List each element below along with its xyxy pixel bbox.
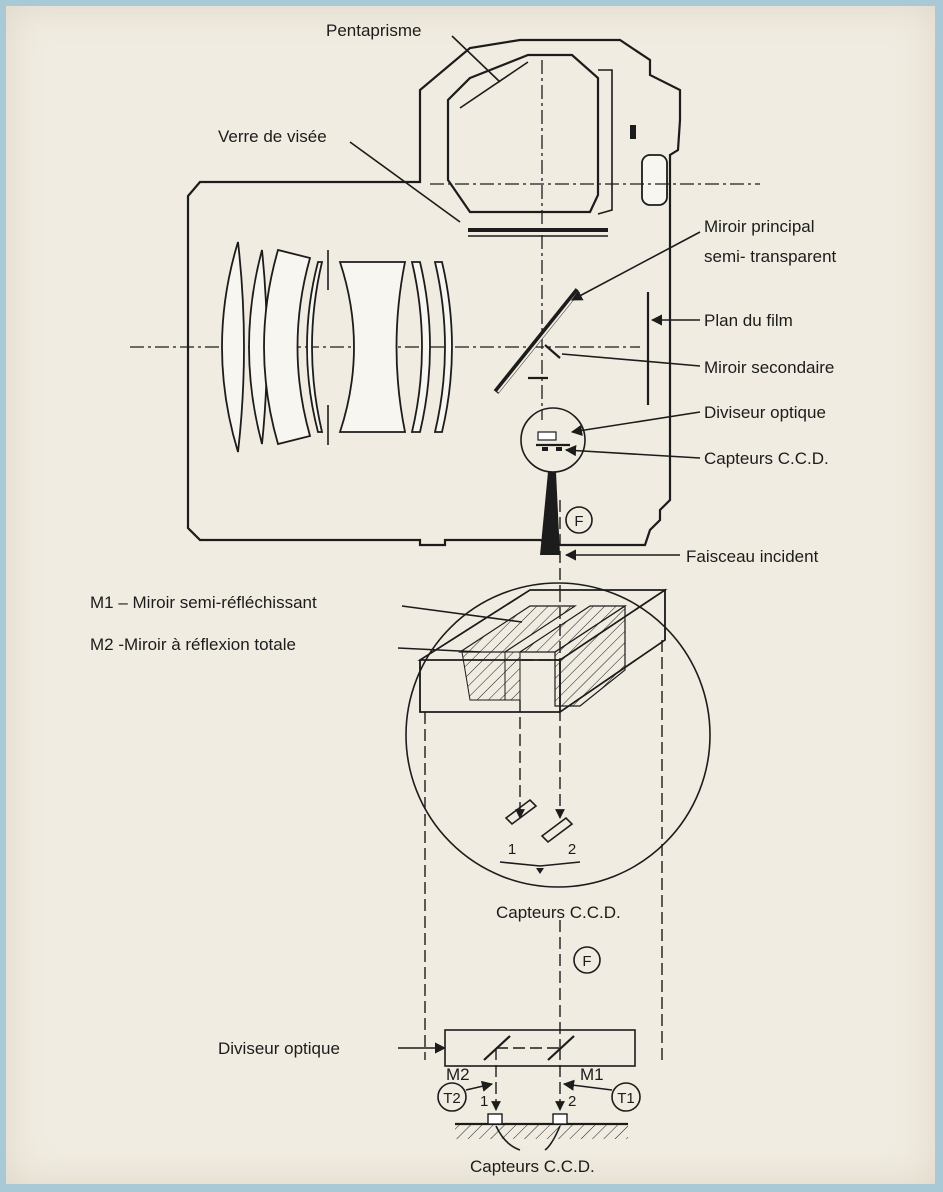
secondary-mirror [544,344,561,359]
label-faisceau: Faisceau incident [686,547,819,566]
label-miroir-principal-2: semi- transparent [704,247,837,266]
label-capteurs-bottom: Capteurs C.C.D. [470,1157,595,1176]
label-capteurs-mid: Capteurs C.C.D. [496,903,621,922]
f-circle-2-label: F [582,953,591,970]
beam-splitter-lower [444,1029,636,1067]
m2-leader [397,647,481,653]
num1-mid: 1 [508,841,516,858]
camera-body [186,38,682,547]
zoom-wedge [540,472,560,555]
label-miroir-secondaire: Miroir secondaire [704,358,834,377]
t2-circle [437,1082,467,1112]
label-m2: M2 -Miroir à réflexion totale [90,635,296,654]
paper-sheet [6,6,935,1184]
label-m1-small: M1 [580,1065,604,1084]
f-circle-1 [565,506,593,534]
magnified-module-circle [405,582,711,888]
label-verre-visee: Verre de visée [218,127,327,146]
label-miroir-principal-1: Miroir principal [704,217,815,236]
leader-lines-top [349,35,701,561]
label-num1-low: 1 [480,1093,488,1110]
label-m2-small: M2 [446,1065,470,1084]
t1-label: T1 [617,1090,635,1107]
eyepiece-lens [641,154,668,206]
lens-group [221,241,453,453]
focusing-screen [468,228,608,237]
f-circle-1-label: F [574,513,583,530]
sensor-2-mid [540,816,574,844]
label-plan-film: Plan du film [704,311,793,330]
num2-mid: 2 [568,841,576,858]
main-mirror [493,288,581,394]
sensor-1-mid [504,798,538,826]
pentaprism [446,53,600,214]
f-circle-2 [573,946,601,974]
label-capteurs-top: Capteurs C.C.D. [704,449,829,468]
t2-label: T2 [443,1090,461,1107]
label-diviseur-optique-bottom: Diviseur optique [218,1039,340,1058]
label-pentaprisme: Pentaprisme [326,21,421,40]
brace [499,861,581,867]
label-diviseur-optique-top: Diviseur optique [704,403,826,422]
label-m1: M1 – Miroir semi-réfléchissant [90,593,317,612]
label-num2-low: 2 [568,1093,576,1110]
t1-circle [611,1082,641,1112]
eyepiece-mark [630,125,636,139]
beam-splitter-block [417,588,668,714]
m1-leader [401,605,523,623]
sensor-base [455,1113,628,1151]
